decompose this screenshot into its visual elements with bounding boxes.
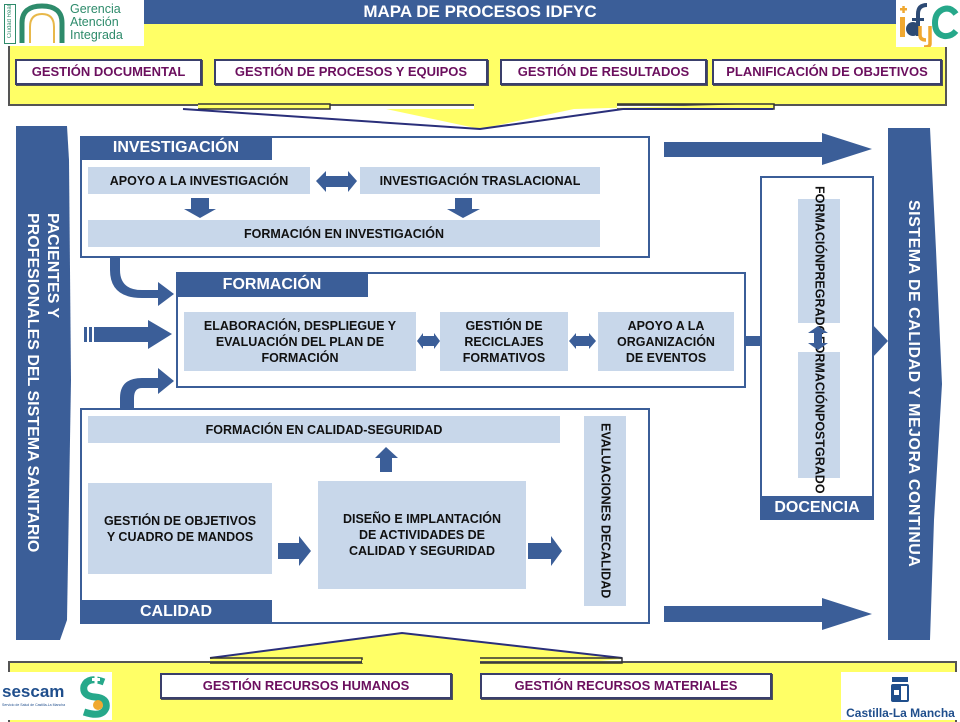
strategic-process-2[interactable]: GESTIÓN DE RESULTADOS [500,59,707,85]
formacion-title: FORMACIÓN [176,272,368,297]
support-process-1[interactable]: GESTIÓN RECURSOS MATERIALES [480,673,772,699]
right-bar-label: SISTEMA DE CALIDAD Y MEJORA CONTINUA [905,200,922,568]
gestion-objetivos[interactable]: GESTIÓN DE OBJETIVOS Y CUADRO DE MANDOS [88,483,272,574]
entry-dash-1 [84,327,87,342]
double-arrow-plan-reciclajes [417,333,440,349]
reciclajes-formativos[interactable]: GESTIÓN DE RECICLAJES FORMATIVOS [440,312,568,371]
investigacion-title: INVESTIGACIÓN [80,136,272,160]
sescam-sub: Servicio de Salud de Castilla-La Mancha [2,703,66,707]
down-arrow-traslacional [447,198,480,218]
formacion-investigacion[interactable]: FORMACIÓN EN INVESTIGACIÓN [88,220,600,247]
arrow-entry-formacion [94,320,172,349]
clm-logo: Castilla-La Mancha [841,672,960,720]
left-bar-label-full: PACIENTES Y PROFESIONALES DEL SISTEMA SA… [16,126,68,640]
formacion-pregrado[interactable]: FORMACIÓN PREGRADO [798,186,840,336]
strategic-process-1[interactable]: GESTIÓN DE PROCESOS Y EQUIPOS [214,59,488,85]
left-bar-label-line1: PACIENTES Y [44,213,61,319]
plan-formacion[interactable]: ELABORACIÓN, DESPLIEGUE Y EVALUACIÓN DEL… [184,312,416,371]
castle-crest-icon [891,677,909,702]
diseno-implantacion[interactable]: DISEÑO E IMPLANTACIÓN DE ACTIVIDADES DE … [318,481,526,589]
up-arrow-diseno-formacion [375,447,398,472]
arrow-calidad-to-formacion [120,368,174,416]
clm-name: Castilla-La Mancha [846,706,955,720]
sescam-logo: sescam Servicio de Salud de Castilla-La … [0,672,112,720]
sescam-s-cross-icon [80,675,110,718]
gai-line3: Integrada [70,28,123,42]
double-arrow-reciclajes-eventos [569,333,596,349]
gai-line2: Atención [70,15,119,29]
right-arrow-diseno-evaluaciones [528,536,562,566]
right-arrow-objetivos-diseno [278,536,311,566]
arrow-investigacion-to-sistema [664,133,872,165]
down-arrow-apoyo [184,198,216,218]
gai-line1: Gerencia [70,2,121,16]
calidad-title: CALIDAD [80,600,272,624]
page-title: MAPA DE PROCESOS IDFYC [0,0,960,24]
double-arrow-pregrado-postgrado [808,326,828,350]
gai-side-label: Ciudad Real [4,4,16,44]
apoyo-investigacion[interactable]: APOYO A LA INVESTIGACIÓN [88,167,310,194]
idfyc-logo [896,0,960,49]
formacion-calidad-seguridad[interactable]: FORMACIÓN EN CALIDAD-SEGURIDAD [88,416,560,443]
gai-logo: Ciudad Real Gerencia Atención Integrada [0,0,144,46]
evaluaciones-calidad[interactable]: EVALUACIONES DE CALIDAD [584,416,626,606]
strategic-process-0[interactable]: GESTIÓN DOCUMENTAL [15,59,202,85]
strategic-process-3[interactable]: PLANIFICACIÓN DE OBJETIVOS [712,59,942,85]
formacion-postgrado[interactable]: FORMACIÓN POSTGRADO [798,336,840,494]
support-process-0[interactable]: GESTIÓN RECURSOS HUMANOS [160,673,452,699]
organizacion-eventos[interactable]: APOYO A LA ORGANIZACIÓN DE EVENTOS [598,312,734,371]
arch-icon [19,3,65,43]
arrow-investigacion-to-formacion [110,246,174,306]
left-bar-label-line2: PROFESIONALES DEL SISTEMA SANITARIO [24,213,41,553]
entry-dash-2 [89,327,92,342]
double-arrow-apoyo-traslacional [316,171,357,192]
sescam-name: sescam [2,682,65,701]
investigacion-traslacional[interactable]: INVESTIGACIÓN TRASLACIONAL [360,167,600,194]
docencia-title: DOCENCIA [760,496,874,520]
idfyc-logo-icon [900,3,959,49]
arrow-calidad-to-sistema [664,598,872,630]
